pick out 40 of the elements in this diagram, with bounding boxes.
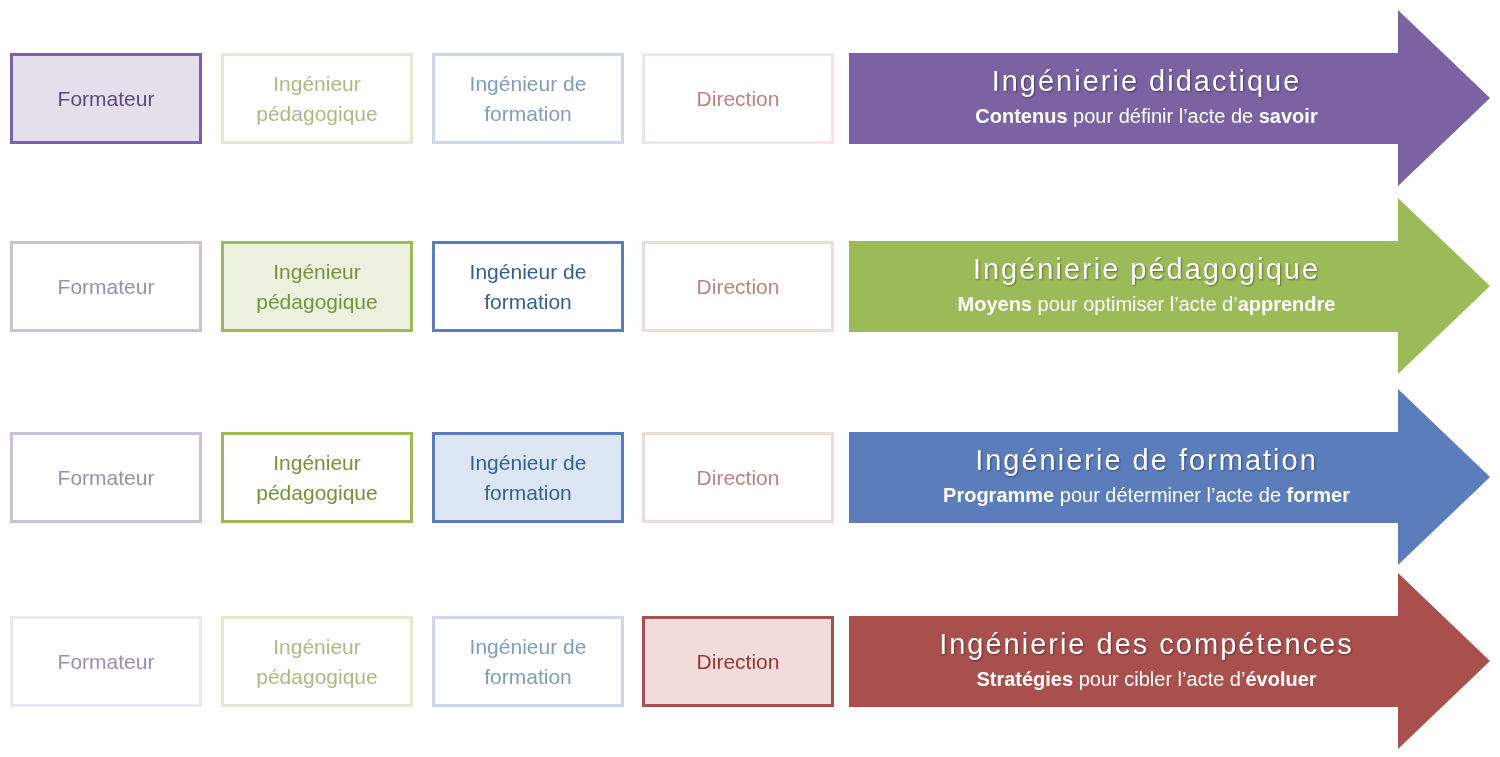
role-box bbox=[642, 616, 834, 707]
banner-subtitle: Contenus pour définir l’acte de savoir bbox=[974, 105, 1319, 128]
role-box bbox=[10, 432, 202, 523]
role-box bbox=[221, 432, 413, 523]
role-box bbox=[432, 53, 624, 144]
role-label: Direction bbox=[695, 648, 781, 675]
banner-heading: Ingénierie pédagogique bbox=[971, 253, 1322, 286]
role-label: Direction bbox=[695, 464, 781, 491]
role-label: Direction bbox=[695, 273, 781, 300]
role-label: Ingénieur pédagogique bbox=[255, 449, 379, 506]
banner-heading: Ingénierie didactique bbox=[990, 65, 1303, 98]
role-label: Direction bbox=[695, 85, 781, 112]
role-box bbox=[432, 241, 624, 332]
role-box bbox=[10, 241, 202, 332]
role-box bbox=[10, 616, 202, 707]
banner-subtitle: Programme pour déterminer l’acte de former bbox=[942, 484, 1351, 507]
role-box bbox=[221, 241, 413, 332]
role-label: Formateur bbox=[56, 464, 156, 491]
role-box bbox=[10, 53, 202, 144]
role-label: Formateur bbox=[56, 85, 156, 112]
banner-subtitle: Stratégies pour cibler l’acte d’évoluer bbox=[975, 668, 1318, 691]
role-label: Ingénieur de formation bbox=[468, 70, 588, 127]
role-box bbox=[642, 432, 834, 523]
role-box bbox=[221, 53, 413, 144]
banner-heading: Ingénierie de formation bbox=[974, 444, 1319, 477]
role-label: Ingénieur de formation bbox=[468, 449, 588, 506]
role-box bbox=[432, 616, 624, 707]
role-box bbox=[221, 616, 413, 707]
role-label: Ingénieur pédagogique bbox=[255, 70, 379, 127]
role-label: Formateur bbox=[56, 273, 156, 300]
role-box bbox=[432, 432, 624, 523]
role-box bbox=[642, 53, 834, 144]
role-label: Ingénieur de formation bbox=[468, 258, 588, 315]
role-box bbox=[642, 241, 834, 332]
role-label: Ingénieur pédagogique bbox=[255, 633, 379, 690]
role-label: Formateur bbox=[56, 648, 156, 675]
role-label: Ingénieur de formation bbox=[468, 633, 588, 690]
banner-heading: Ingénierie des compétences bbox=[938, 628, 1355, 661]
role-label: Ingénieur pédagogique bbox=[255, 258, 379, 315]
banner-subtitle: Moyens pour optimiser l’acte d’apprendre bbox=[956, 293, 1337, 316]
